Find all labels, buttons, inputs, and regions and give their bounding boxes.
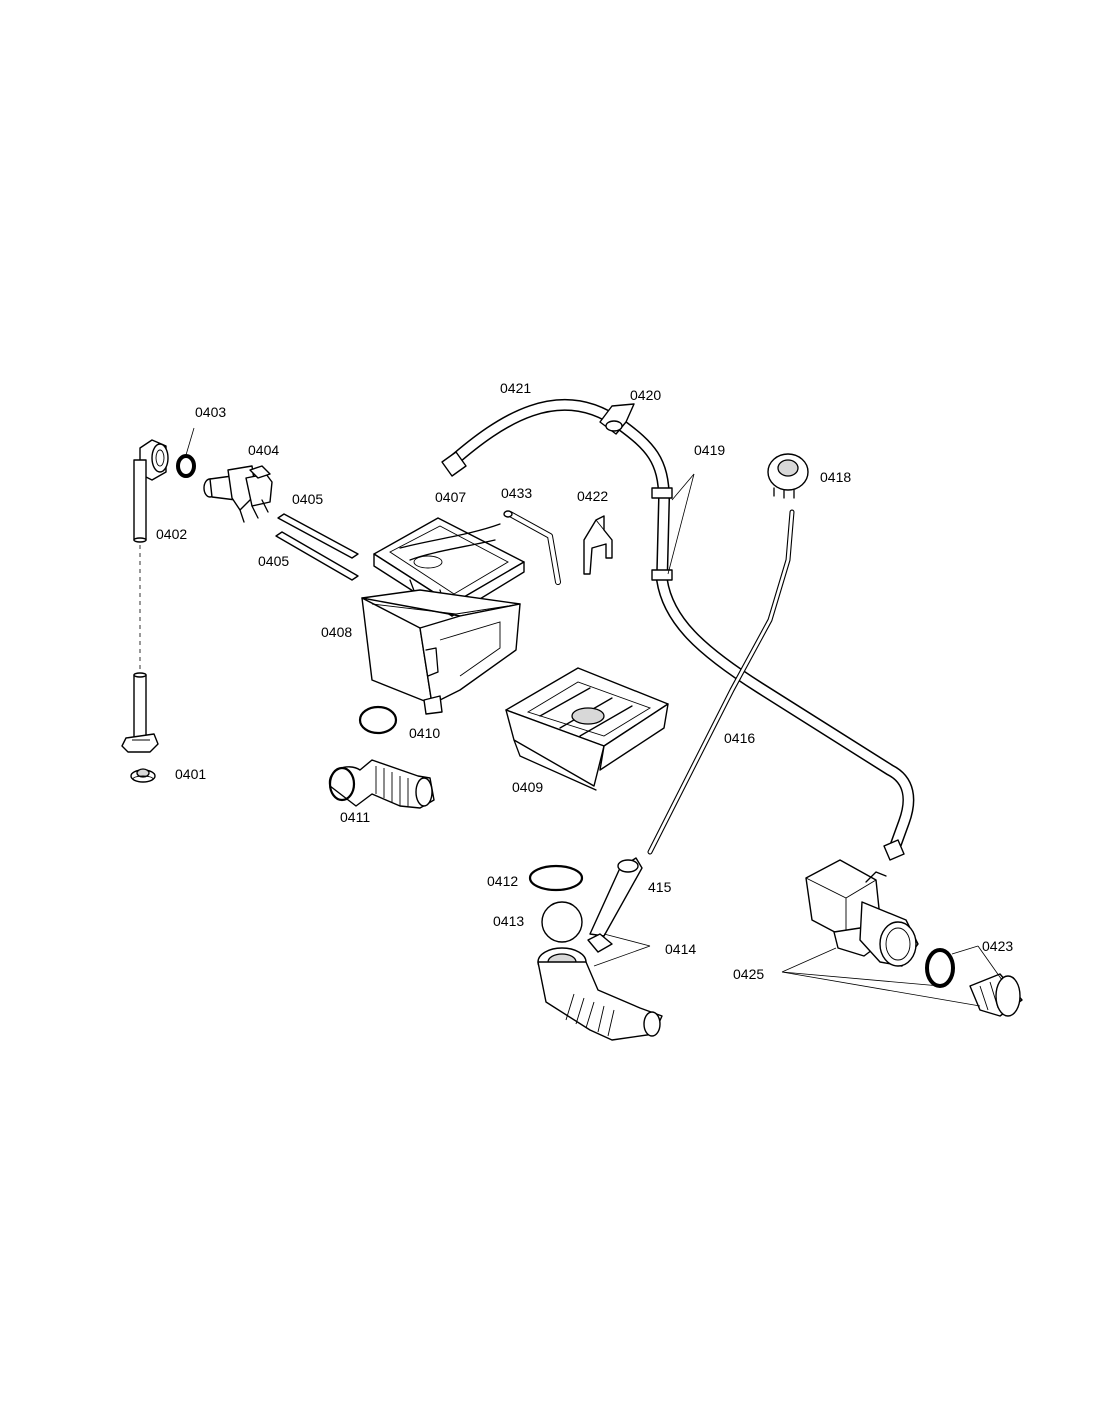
label-0410: 0410 [409, 725, 440, 741]
part-filter-cap [130, 768, 156, 783]
label-0423: 0423 [982, 938, 1013, 954]
label-0404: 0404 [248, 442, 279, 458]
part-bent-tube [503, 510, 561, 585]
part-clip [583, 515, 613, 575]
label-415: 415 [648, 879, 672, 895]
label-0433: 0433 [501, 485, 532, 501]
label-0401: 0401 [175, 766, 206, 782]
part-bellows-hose [328, 759, 435, 809]
part-pump-seal [925, 948, 955, 988]
part-tubes [275, 513, 359, 581]
label-0413: 0413 [493, 913, 524, 929]
label-0425: 0425 [733, 966, 764, 982]
part-air-chamber [589, 857, 643, 937]
label-0403: 0403 [195, 404, 226, 420]
part-detergent-drawer [505, 667, 669, 791]
label-0405-bottom: 0405 [258, 553, 289, 569]
part-ring-0412 [528, 864, 584, 892]
part-pump-filter [969, 973, 1023, 1017]
label-0420: 0420 [630, 387, 661, 403]
part-drain-pump [805, 859, 919, 967]
label-0412: 0412 [487, 873, 518, 889]
label-0419: 0419 [694, 442, 725, 458]
label-0422: 0422 [577, 488, 608, 504]
part-inlet-valve [203, 465, 273, 523]
label-0409: 0409 [512, 779, 543, 795]
part-dispenser-housing [361, 589, 521, 715]
label-0414: 0414 [665, 941, 696, 957]
label-0402: 0402 [156, 526, 187, 542]
leader-lines [593, 473, 1003, 1007]
label-0407: 0407 [435, 489, 466, 505]
label-0405-top: 0405 [292, 491, 323, 507]
part-seal-0403 [176, 427, 196, 478]
part-ball [541, 901, 583, 943]
label-0416: 0416 [724, 730, 755, 746]
label-0411: 0411 [340, 809, 370, 825]
part-sump-hose [537, 933, 663, 1041]
part-pressure-switch [647, 453, 809, 855]
label-0408: 0408 [321, 624, 352, 640]
part-ring-0410 [358, 705, 398, 735]
label-0421: 0421 [500, 380, 531, 396]
part-drain-hose [441, 398, 915, 861]
label-0418: 0418 [820, 469, 851, 485]
part-inlet-hose [121, 439, 169, 753]
